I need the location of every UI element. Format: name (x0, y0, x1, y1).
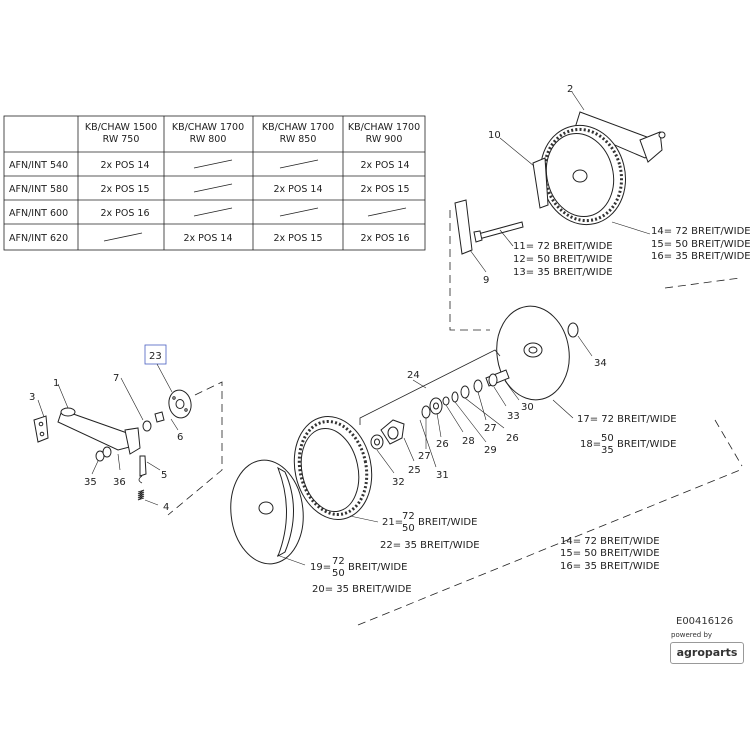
label-9: 9 (483, 275, 489, 286)
spec-18-suffix: BREIT/WIDE (617, 439, 676, 450)
front-disc: 19= 72 50 BREIT/WIDE 20= 35 BREIT/WIDE (230, 459, 412, 595)
left-arm-assembly: 3 1 35 36 5 4 7 6 (29, 344, 223, 516)
label-3: 3 (29, 392, 35, 403)
spec-br-14: 14= 72 BREIT/WIDE (560, 536, 660, 547)
label-23-box (144, 344, 167, 365)
table-cell: 2x POS 14 (183, 233, 232, 244)
label-10: 10 (488, 130, 501, 141)
spec-tr-14: 14= 72 BREIT/WIDE (651, 226, 750, 237)
table-header: KB/CHAW 1700 (262, 122, 334, 133)
label-7: 7 (113, 373, 119, 384)
table-cell: 2x POS 15 (273, 233, 322, 244)
brand-logo: agroparts (670, 642, 744, 664)
label-29: 29 (484, 445, 497, 456)
table-cell: 2x POS 15 (360, 184, 409, 195)
label-26: 26 (506, 433, 519, 444)
label-35: 35 (84, 477, 97, 488)
spec-tr-15: 15= 50 BREIT/WIDE (651, 239, 750, 250)
label-32: 32 (392, 477, 405, 488)
spec-br-15: 15= 50 BREIT/WIDE (560, 548, 660, 559)
table-row-label: AFN/INT 620 (9, 233, 68, 244)
table-cell: 2x POS 14 (100, 160, 149, 171)
spec-19-b: 50 (332, 568, 345, 579)
table-header: RW 800 (190, 134, 227, 145)
empty-cell-dash (103, 232, 143, 242)
spec-19-a: 72 (332, 556, 345, 567)
empty-cell-dash (367, 207, 407, 217)
spec-tr-16: 16= 35 BREIT/WIDE (651, 251, 750, 262)
spec-11: 11= 72 BREIT/WIDE (513, 241, 613, 252)
table-cell: 2x POS 14 (360, 160, 409, 171)
empty-cell-dash (279, 159, 319, 169)
spec-18-b: 35 (601, 445, 614, 456)
spec-21-b: 50 (402, 523, 415, 534)
table-cell: 2x POS 14 (273, 184, 322, 195)
spec-21-pre: 21= (382, 517, 403, 528)
spec-17: 17= 72 BREIT/WIDE (577, 414, 677, 425)
label-26: 26 (436, 439, 449, 450)
spec-18-pre: 18= (580, 439, 601, 450)
spec-21-suffix: BREIT/WIDE (418, 517, 477, 528)
label-27: 27 (418, 451, 431, 462)
label-24: 24 (407, 370, 420, 381)
table-row-label: AFN/INT 600 (9, 208, 68, 219)
label-6: 6 (177, 432, 183, 443)
table-header: KB/CHAW 1700 (172, 122, 244, 133)
spec-18-a: 50 (601, 433, 614, 444)
label-23: 23 (149, 351, 162, 362)
table-header: KB/CHAW 1500 (85, 122, 157, 133)
spec-12: 12= 50 BREIT/WIDE (513, 254, 613, 265)
label-33: 33 (507, 411, 520, 422)
tread-wheel: 21= 72 50 BREIT/WIDE 22= 35 BREIT/WIDE (293, 416, 480, 551)
table-cell: 2x POS 16 (100, 208, 149, 219)
spec-22: 22= 35 BREIT/WIDE (380, 540, 480, 551)
label-27: 27 (484, 423, 497, 434)
table-cell: 2x POS 16 (360, 233, 409, 244)
label-28: 28 (462, 436, 475, 447)
label-2: 2 (567, 84, 573, 95)
empty-cell-dash (193, 183, 233, 193)
spec-20: 20= 35 BREIT/WIDE (312, 584, 412, 595)
table-header: RW 900 (366, 134, 403, 145)
empty-cell-dash (193, 207, 233, 217)
table-header: KB/CHAW 1700 (348, 122, 420, 133)
label-5: 5 (161, 470, 167, 481)
middle-assembly: 34 17= 72 BREIT/WIDE 18= 50 35 BREIT/WID… (359, 305, 677, 488)
table-row-label: AFN/INT 580 (9, 184, 68, 195)
top-right-assembly: 2 10 9 11= 72 BREIT/WIDE 12= 50 BREIT/WI… (449, 84, 750, 331)
spec-21-a: 72 (402, 511, 415, 522)
label-34: 34 (594, 358, 607, 369)
bottom-right-section: 14= 72 BREIT/WIDE 15= 50 BREIT/WIDE 16= … (357, 419, 743, 626)
spec-19-suffix: BREIT/WIDE (348, 562, 407, 573)
drawing-code: E00416126 (676, 616, 734, 627)
label-30: 30 (521, 402, 534, 413)
label-1: 1 (53, 378, 59, 389)
spec-13: 13= 35 BREIT/WIDE (513, 267, 613, 278)
powered-by-text: powered by (671, 631, 713, 639)
table-header: RW 750 (103, 134, 140, 145)
spec-br-16: 16= 35 BREIT/WIDE (560, 561, 660, 572)
label-36: 36 (113, 477, 126, 488)
table-row-label: AFN/INT 540 (9, 160, 68, 171)
label-31: 31 (436, 470, 449, 481)
empty-cell-dash (279, 207, 319, 217)
label-25: 25 (408, 465, 421, 476)
empty-cell-dash (193, 159, 233, 169)
spec-19-pre: 19= (310, 562, 331, 573)
label-4: 4 (163, 502, 169, 513)
table-header: RW 850 (280, 134, 317, 145)
table-cell: 2x POS 15 (100, 184, 149, 195)
position-table: KB/CHAW 1500 RW 750 KB/CHAW 1700 RW 800 … (3, 115, 426, 251)
